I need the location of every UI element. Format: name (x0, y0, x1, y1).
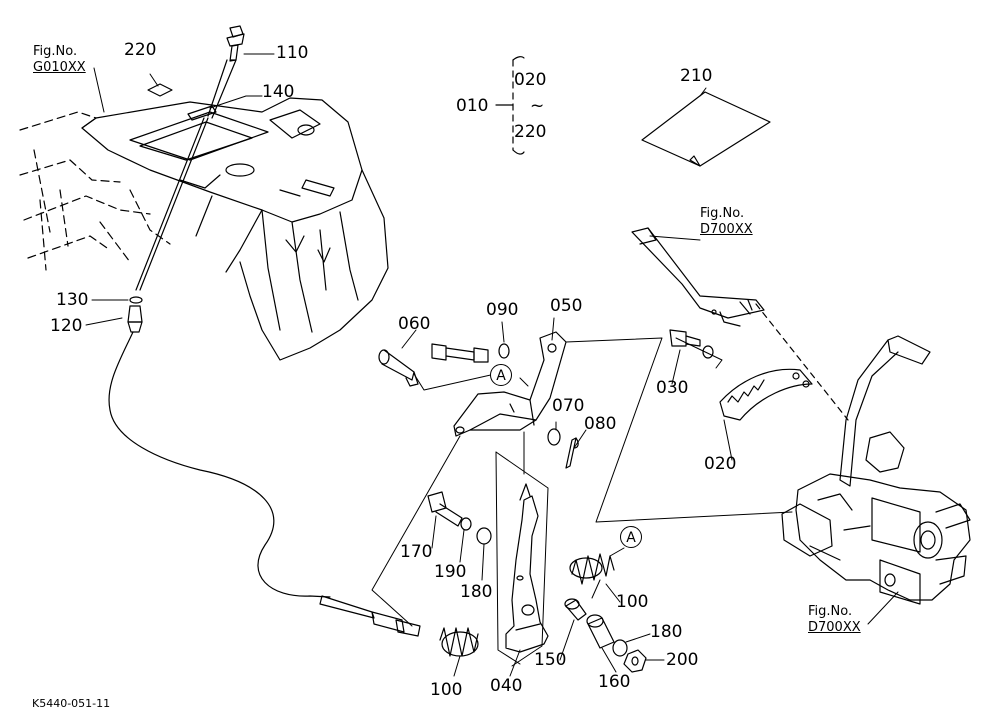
assembly-range-end: 220 (514, 122, 547, 142)
washer-180b (613, 640, 627, 656)
throttle-cable (109, 26, 420, 636)
washer-070-pin-080 (548, 429, 578, 468)
callout-100-lower: 100 (430, 680, 463, 700)
ref-mark-a-lower: A (620, 526, 642, 548)
lever-040 (506, 484, 548, 652)
callout-040: 040 (490, 676, 523, 696)
pedal-arm-top (632, 228, 764, 326)
assembly-bracket (496, 57, 524, 154)
assembly-range-separator: ~ (530, 96, 545, 116)
callout-130: 130 (56, 290, 89, 310)
bolt-090-side (432, 344, 509, 362)
bushing-160 (587, 615, 614, 648)
callout-060: 060 (398, 314, 431, 334)
callout-120: 120 (50, 316, 83, 336)
assembly-range-start: 020 (514, 70, 547, 90)
fig-ref-bottom-right: Fig.No. D700XX (808, 604, 861, 637)
bolt-170 (428, 492, 462, 526)
phantom-arm-line (756, 304, 848, 420)
callout-080: 080 (584, 414, 617, 434)
callout-140: 140 (262, 82, 295, 102)
callout-100-upper: 100 (616, 592, 649, 612)
fig-ref-code: G010XX (33, 60, 86, 76)
callout-030: 030 (656, 378, 689, 398)
callout-200: 200 (666, 650, 699, 670)
callout-170: 170 (400, 542, 433, 562)
callout-180-upper: 180 (460, 582, 493, 602)
callout-150: 150 (534, 650, 567, 670)
pedal-mechanism (782, 336, 970, 604)
panel-phantom-lines (20, 112, 170, 270)
label-tag-220 (148, 84, 172, 96)
callout-050: 050 (550, 296, 583, 316)
callout-leaders (86, 54, 898, 676)
ref-mark-a-upper: A (490, 364, 512, 386)
bracket-050 (454, 332, 566, 436)
nut-200 (624, 650, 646, 672)
dash-panel (82, 98, 388, 360)
spring-100-lower (440, 628, 478, 656)
sector-020 (720, 369, 812, 420)
fig-ref-top-left: Fig.No. G010XX (33, 44, 86, 77)
washer-180a (477, 528, 491, 544)
manual-sheet-210 (642, 92, 770, 166)
callout-190: 190 (434, 562, 467, 582)
drawing-code: K5440-051-11 (32, 697, 111, 710)
callout-210: 210 (680, 66, 713, 86)
callout-070: 070 (552, 396, 585, 416)
washer-190 (461, 518, 471, 530)
bolt-030 (670, 330, 713, 358)
fig-ref-prefix: Fig.No. (808, 604, 853, 619)
callout-090: 090 (486, 300, 519, 320)
callout-020: 020 (704, 454, 737, 474)
callout-160: 160 (598, 672, 631, 692)
fig-ref-mid-right: Fig.No. D700XX (700, 206, 753, 239)
callout-110: 110 (276, 43, 309, 63)
spring-100-upper (570, 554, 614, 584)
fig-ref-prefix: Fig.No. (33, 44, 78, 59)
fig-ref-code: D700XX (700, 222, 753, 238)
collar-150 (565, 599, 586, 620)
fig-ref-prefix: Fig.No. (700, 206, 745, 221)
callout-220: 220 (124, 40, 157, 60)
assembly-main-number: 010 (456, 96, 489, 116)
fig-ref-code: D700XX (808, 620, 861, 636)
callout-180-lower: 180 (650, 622, 683, 642)
bolt-060 (379, 350, 418, 386)
